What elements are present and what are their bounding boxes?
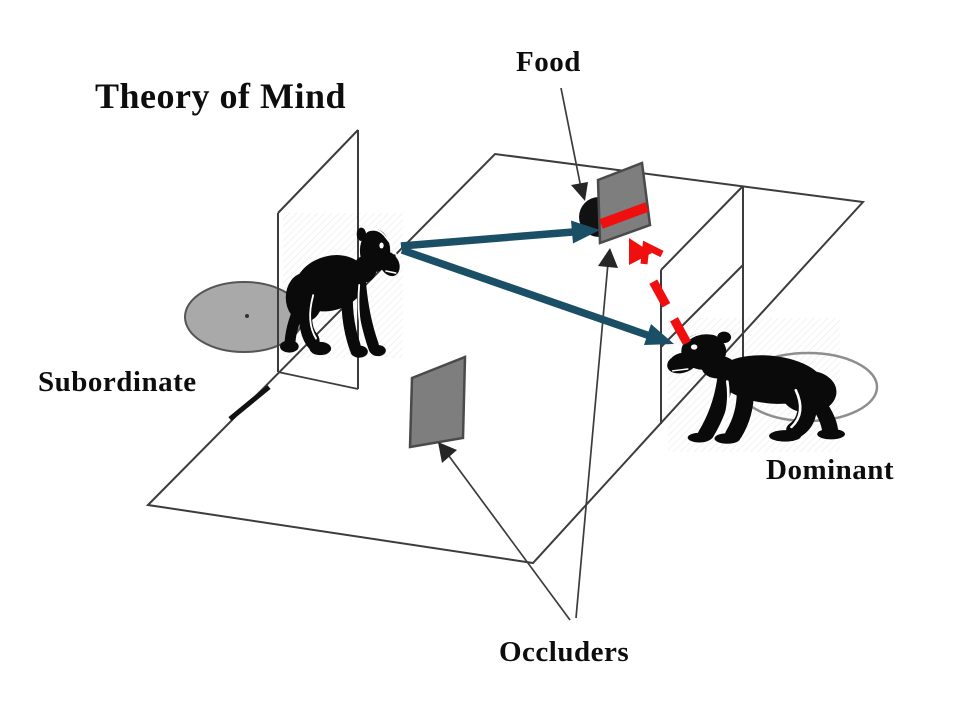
blocked-gaze-arrow	[599, 202, 691, 346]
subordinate-label: Subordinate	[38, 366, 197, 398]
food-pointer-arrow	[560, 87, 588, 201]
food-label: Food	[516, 46, 581, 78]
food-occluder	[596, 161, 652, 245]
occluders-label: Occluders	[499, 636, 630, 668]
blocked-bar	[599, 202, 649, 229]
dominant-label: Dominant	[766, 454, 895, 486]
occluders-pointer-arrow-left	[438, 442, 571, 621]
occluders-pointer-arrow-right	[575, 248, 618, 619]
subordinate-pointer-line	[228, 385, 271, 421]
platform-center-dot	[245, 314, 249, 318]
gaze-arrow-to-food	[400, 220, 600, 250]
diagram-title: Theory of Mind	[95, 76, 347, 116]
middle-occluder	[408, 355, 467, 449]
gaze-arrow-to-dominant	[400, 246, 674, 345]
